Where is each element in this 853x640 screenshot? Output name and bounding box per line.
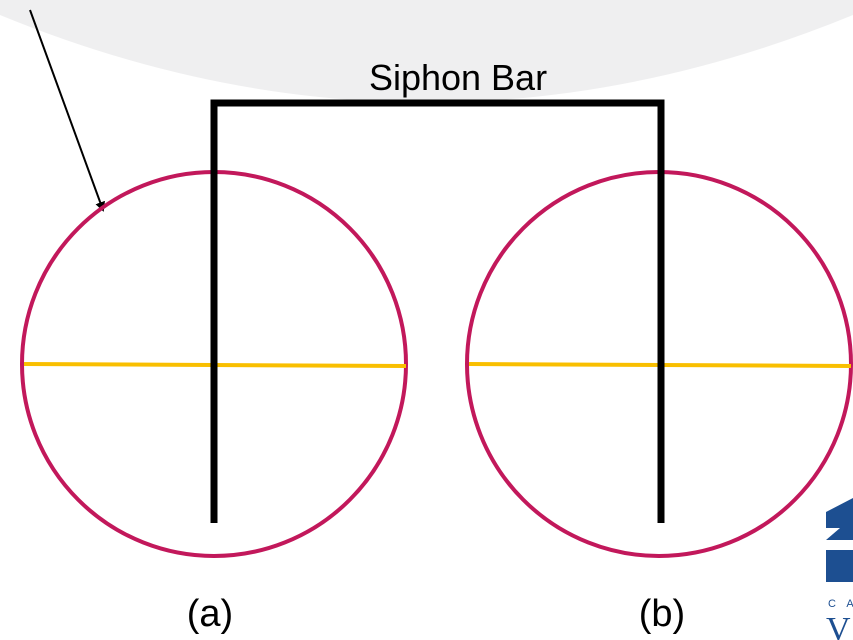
logo-mark-band [826, 540, 853, 550]
background-arc [0, 0, 853, 103]
logo-initial: V [826, 611, 851, 640]
label-b: (b) [639, 593, 685, 635]
pointer-arrow [29, 9, 105, 212]
logo-letters: C A [828, 598, 853, 610]
logo-fragment: C A V [826, 498, 853, 640]
siphon-bar-label: Siphon Bar [369, 57, 547, 98]
siphon-bar [210, 99, 665, 523]
label-a: (a) [187, 593, 233, 635]
